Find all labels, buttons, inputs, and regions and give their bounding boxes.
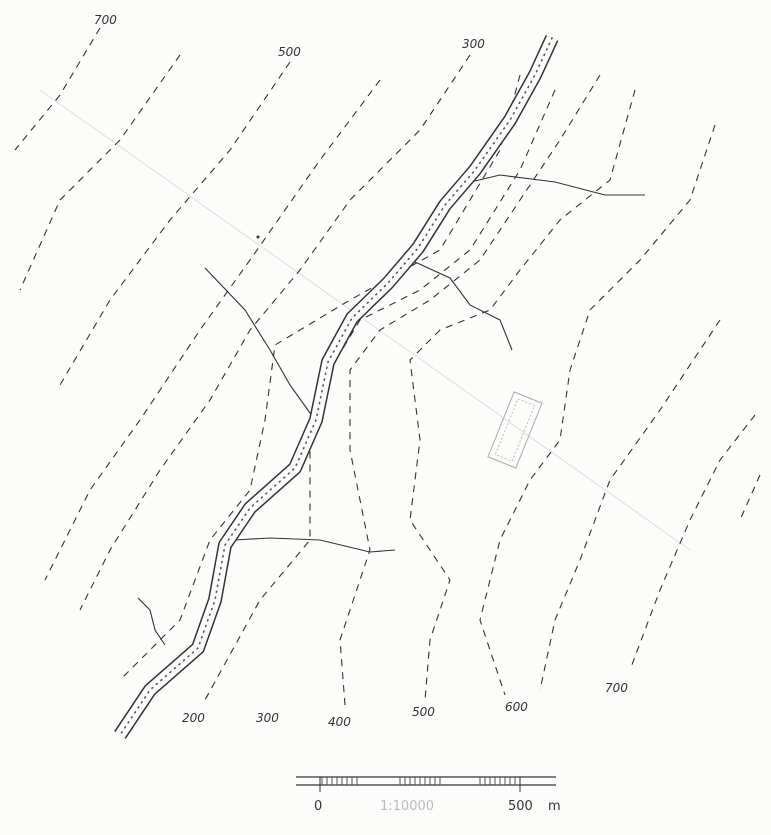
stream: [234, 537, 396, 553]
contour-line: [119, 74, 521, 681]
point-mark: [256, 235, 260, 239]
contour-line: [59, 61, 291, 386]
river-bank: [114, 35, 559, 739]
contour-line: [14, 27, 101, 151]
stream: [414, 261, 513, 351]
contour-label: 700: [94, 13, 117, 27]
scale-start: 0: [314, 799, 322, 814]
stream: [137, 597, 166, 646]
contour-line: [739, 474, 761, 521]
scale-end: 500: [508, 799, 533, 814]
contour-label: 700: [605, 681, 628, 695]
contour-line: [539, 319, 721, 691]
contour-line: [629, 414, 756, 671]
contour-line: [44, 79, 381, 581]
grid-line: [39, 89, 691, 551]
river: [114, 35, 559, 739]
scale-bar: 0 1:10000 500 m: [296, 776, 561, 814]
scale-unit: m: [548, 799, 561, 814]
contour-label: 400: [328, 715, 351, 729]
contour-line: [204, 89, 556, 701]
stream: [204, 267, 316, 421]
contour-line: [339, 74, 601, 706]
streams: [137, 174, 645, 646]
contour-line: [479, 124, 716, 696]
contour-label: 500: [278, 45, 301, 59]
contour-label: 200: [182, 711, 205, 725]
stream: [457, 174, 645, 196]
contour-label: 600: [505, 700, 528, 714]
contour-label: 300: [462, 37, 485, 51]
contour-line: [409, 89, 636, 701]
river-dots: [119, 37, 553, 736]
building: [487, 391, 543, 469]
contour-line: [19, 54, 181, 291]
contour-lines: [14, 27, 761, 706]
scale-ratio: 1:10000: [380, 799, 434, 814]
contour-line: [79, 54, 471, 611]
contour-label: 300: [256, 711, 279, 725]
contour-label: 500: [412, 705, 435, 719]
